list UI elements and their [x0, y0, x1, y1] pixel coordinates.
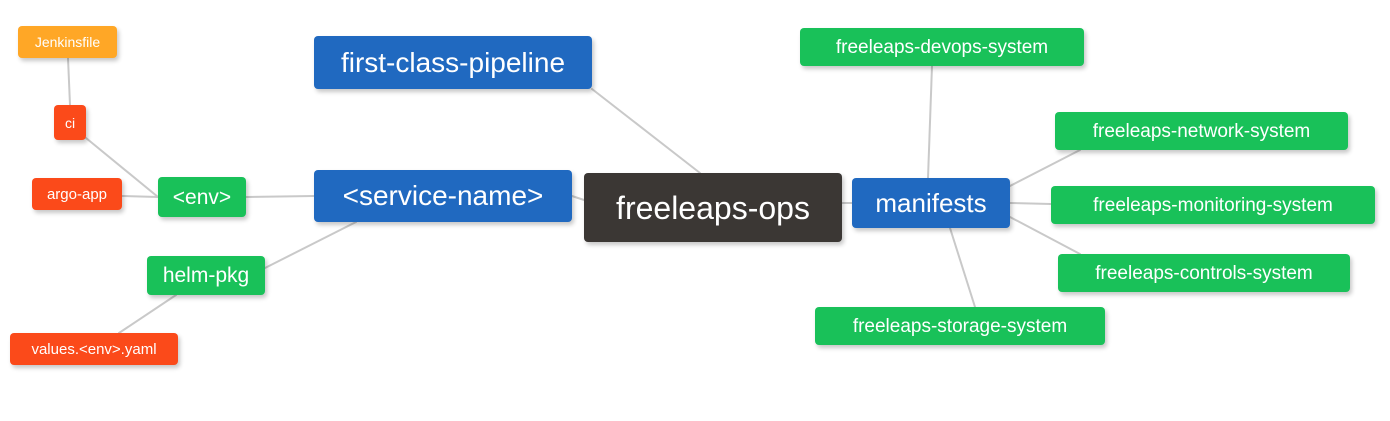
mindmap-node-ci[interactable]: ci [54, 105, 86, 140]
mindmap-node-controls-system[interactable]: freeleaps-controls-system [1058, 254, 1350, 292]
edge-first-class-pipeline-to-freeleaps-ops [591, 88, 701, 174]
mindmap-node-service-name[interactable]: <service-name> [314, 170, 572, 222]
mindmap-node-first-class-pipeline[interactable]: first-class-pipeline [314, 36, 592, 89]
mindmap-node-env[interactable]: <env> [158, 177, 246, 217]
mindmap-node-argo-app[interactable]: argo-app [32, 178, 122, 210]
mindmap-node-storage-system[interactable]: freeleaps-storage-system [815, 307, 1105, 345]
edge-env-to-service-name [245, 195, 315, 198]
edge-values-env-yaml-to-helm-pkg [118, 294, 177, 334]
mindmap-node-values-env-yaml[interactable]: values.<env>.yaml [10, 333, 178, 365]
edge-manifests-to-devops-system [927, 65, 933, 179]
mindmap-node-jenkinsfile[interactable]: Jenkinsfile [18, 26, 117, 58]
edge-service-name-to-freeleaps-ops [571, 195, 585, 201]
mindmap-node-devops-system[interactable]: freeleaps-devops-system [800, 28, 1084, 66]
edge-manifests-to-network-system [1009, 149, 1081, 187]
mindmap-node-network-system[interactable]: freeleaps-network-system [1055, 112, 1348, 150]
mindmap-node-helm-pkg[interactable]: helm-pkg [147, 256, 265, 295]
mindmap-node-freeleaps-ops[interactable]: freeleaps-ops [584, 173, 842, 242]
mindmap-node-manifests[interactable]: manifests [852, 178, 1010, 228]
edge-jenkinsfile-to-ci [67, 57, 71, 106]
edge-manifests-to-storage-system [949, 227, 976, 308]
edge-manifests-to-monitoring-system [1009, 202, 1052, 205]
edge-helm-pkg-to-service-name [264, 221, 357, 269]
mindmap-node-monitoring-system[interactable]: freeleaps-monitoring-system [1051, 186, 1375, 224]
edge-argo-app-to-env [121, 195, 159, 198]
